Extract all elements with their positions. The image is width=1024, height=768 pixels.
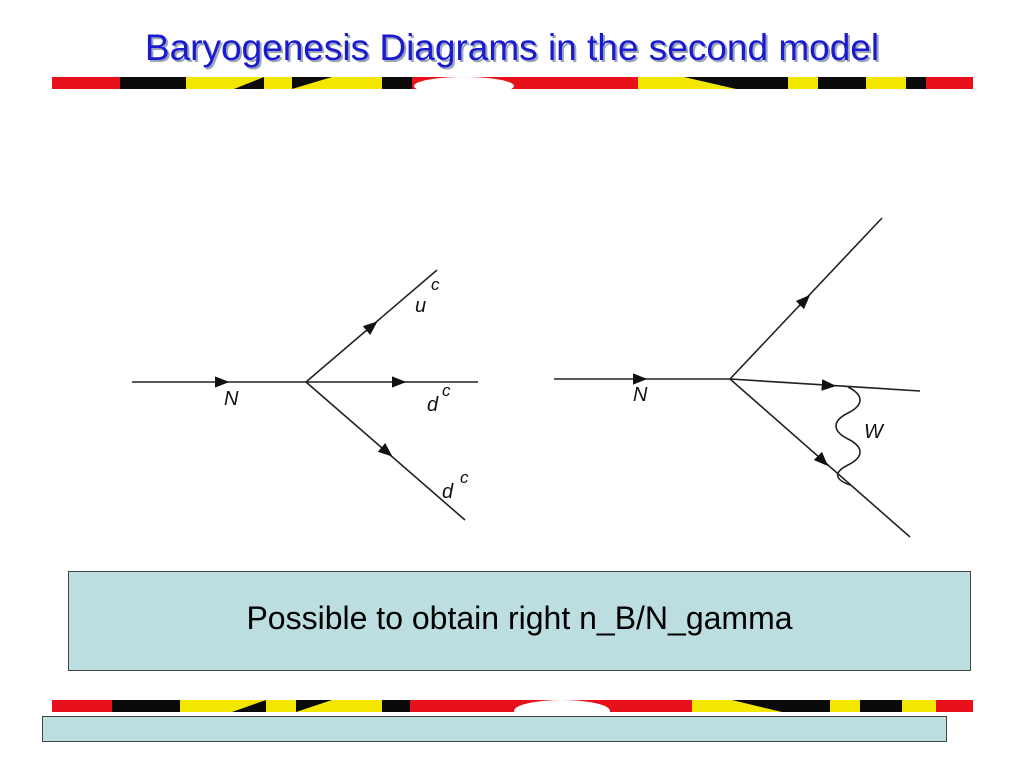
label-n-right: N (633, 384, 648, 406)
callout-text: Possible to obtain right n_B/N_gamma (246, 599, 793, 636)
footer-bar (42, 716, 947, 742)
diagram-left: N u c d c d c (132, 269, 478, 521)
label-w: W (864, 421, 885, 443)
label-u-top: u (415, 295, 426, 317)
outgoing-top-line-right (729, 217, 883, 380)
outgoing-bottom-arrow (377, 442, 393, 457)
outgoing-top-arrow-right (795, 294, 811, 310)
label-d-bottom: d (442, 481, 454, 503)
diagram-right: N W (554, 217, 921, 538)
bottom-decorative-stripe (52, 700, 973, 712)
outgoing-top-arrow (362, 321, 378, 336)
top-decorative-stripe (52, 77, 973, 89)
feynman-diagrams: N u c d c d c N W (132, 217, 921, 538)
slide-title: Baryogenesis Diagrams in the second mode… (144, 27, 880, 68)
result-callout: Possible to obtain right n_B/N_gamma (68, 571, 971, 671)
outgoing-bottom-arrow-right (813, 451, 829, 467)
label-d-bottom-superscript: c (460, 468, 469, 487)
label-d-middle: d (427, 394, 439, 416)
label-d-middle-superscript: c (442, 381, 451, 400)
label-u-top-superscript: c (431, 275, 440, 294)
label-n-left: N (224, 388, 239, 410)
w-boson-wavy-line (835, 386, 861, 486)
outgoing-middle-arrow-right (821, 379, 837, 391)
